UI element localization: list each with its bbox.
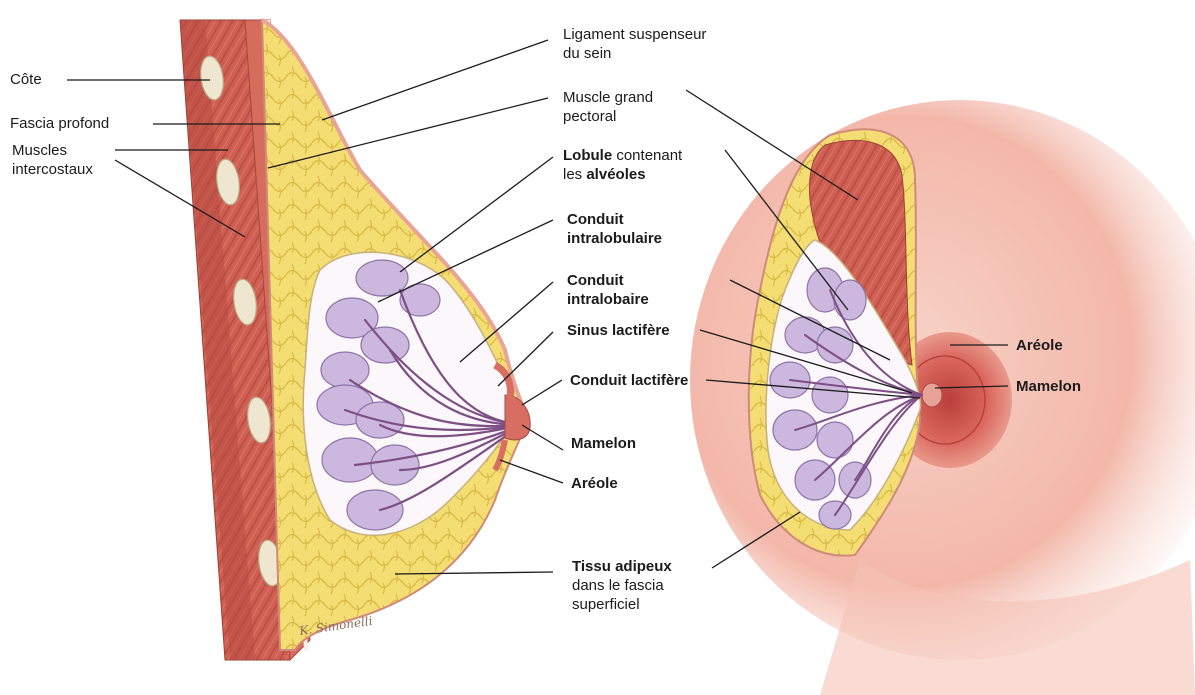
label-text: les: [563, 166, 586, 183]
label-line: Muscle grand: [563, 88, 653, 107]
label-line: Tissu adipeux: [572, 557, 672, 576]
label-line: les alvéoles: [563, 165, 682, 184]
label-muscle-grand-pectoral: Muscle grand pectoral: [563, 88, 653, 126]
label-line: Lobule contenant: [563, 146, 682, 165]
lobule: [834, 280, 866, 320]
lobule: [347, 490, 403, 530]
label-line: du sein: [563, 44, 706, 63]
label-line: Muscles: [12, 141, 93, 160]
label-areole-left: Aréole: [571, 474, 618, 493]
label-line: Conduit: [567, 271, 649, 290]
label-line: pectoral: [563, 107, 653, 126]
label-line: superficiel: [572, 595, 672, 614]
label-line: dans le fascia: [572, 576, 672, 595]
lobule: [817, 422, 853, 458]
label-line: intralobulaire: [567, 229, 662, 248]
label-line: Ligament suspenseur: [563, 25, 706, 44]
label-muscles-intercostaux: Muscles intercostaux: [12, 141, 93, 179]
label-bold: alvéoles: [586, 166, 645, 183]
label-line: intercostaux: [12, 160, 93, 179]
lobule: [322, 438, 378, 482]
label-mamelon-right: Mamelon: [1016, 377, 1081, 396]
label-tissu-adipeux: Tissu adipeux dans le fascia superficiel: [572, 557, 672, 614]
label-line: intralobaire: [567, 290, 649, 309]
label-lobule: Lobule contenant les alvéoles: [563, 146, 682, 184]
label-sinus-lactifere: Sinus lactifère: [567, 321, 670, 340]
label-text: contenant: [612, 147, 682, 164]
lobule: [371, 445, 419, 485]
label-areole-right: Aréole: [1016, 336, 1063, 355]
lobule: [321, 352, 369, 388]
label-bold: Lobule: [563, 147, 612, 164]
label-cote: Côte: [10, 70, 42, 89]
label-mamelon-left: Mamelon: [571, 434, 636, 453]
label-line: Conduit: [567, 210, 662, 229]
nipple-right: [922, 383, 942, 407]
label-conduit-lactifere: Conduit lactifère: [570, 371, 688, 390]
label-fascia-profond: Fascia profond: [10, 114, 109, 133]
label-ligament-suspenseur: Ligament suspenseur du sein: [563, 25, 706, 63]
label-conduit-intralobulaire: Conduit intralobulaire: [567, 210, 662, 248]
label-conduit-intralobaire: Conduit intralobaire: [567, 271, 649, 309]
